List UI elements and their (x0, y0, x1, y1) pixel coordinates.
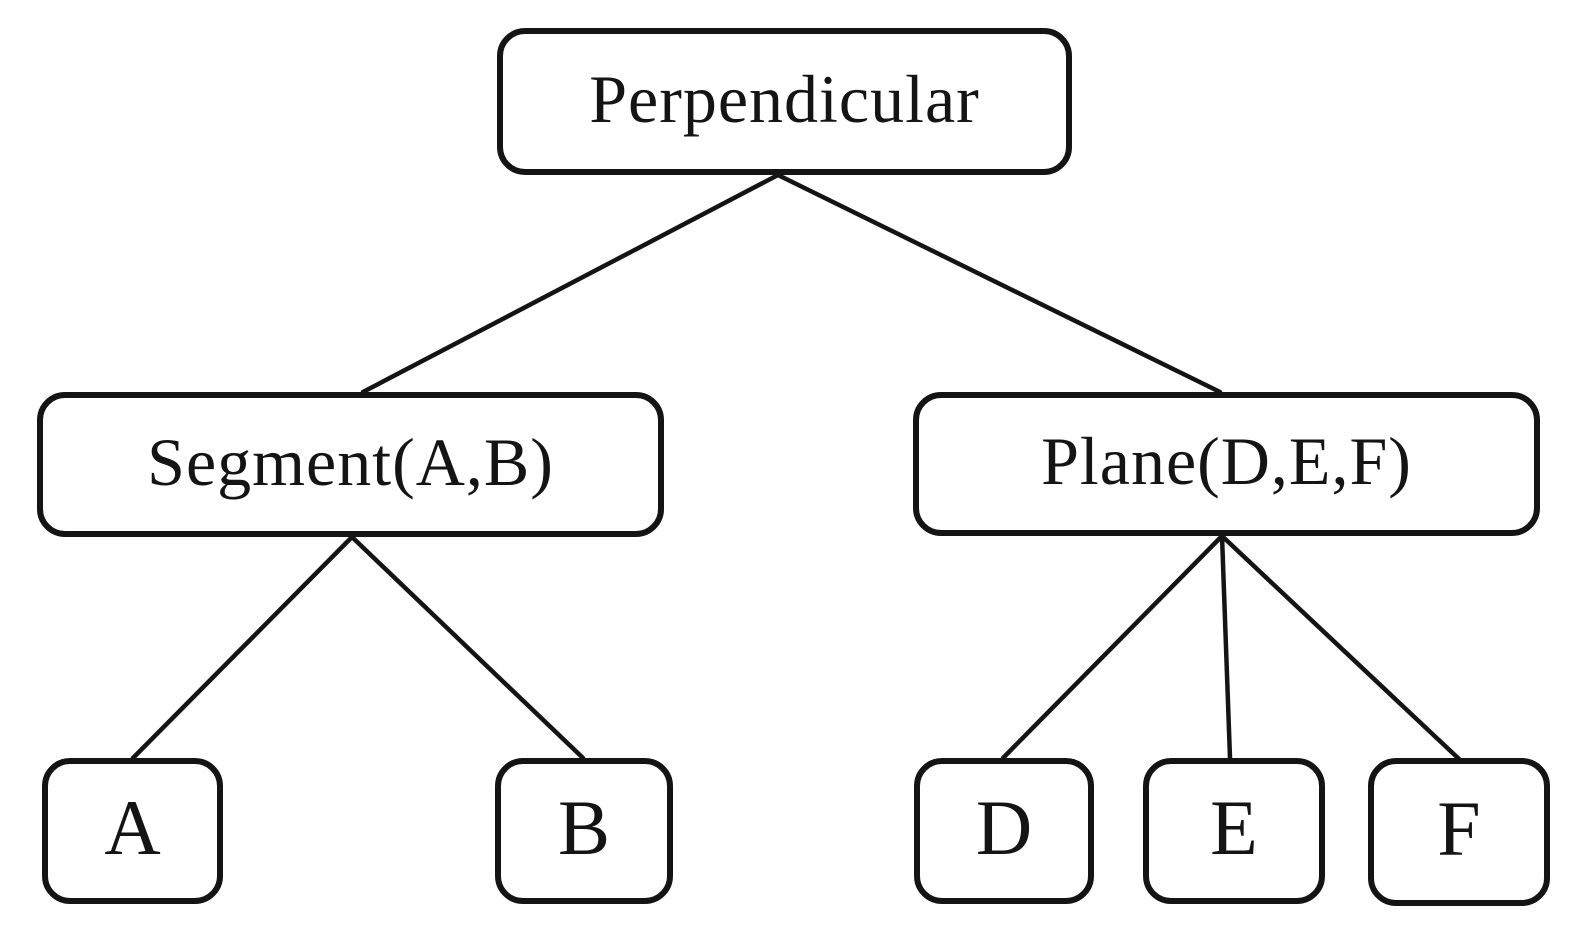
edge-segment-a (130, 534, 355, 761)
edge-plane-d (1000, 533, 1225, 761)
edge-plane-e (1219, 533, 1233, 761)
node-f: F (1368, 758, 1550, 906)
node-perpendicular: Perpendicular (497, 28, 1072, 175)
edge-plane-f (1219, 533, 1462, 762)
node-d: D (914, 758, 1094, 904)
node-a: A (42, 758, 223, 904)
node-segment: Segment(A,B) (37, 392, 664, 537)
edge-segment-b (349, 534, 586, 761)
edge-perpendicular-plane (775, 172, 1223, 395)
node-e: E (1143, 758, 1325, 904)
node-b: B (495, 758, 673, 904)
edge-perpendicular-segment (360, 172, 781, 395)
node-plane: Plane(D,E,F) (913, 392, 1540, 536)
